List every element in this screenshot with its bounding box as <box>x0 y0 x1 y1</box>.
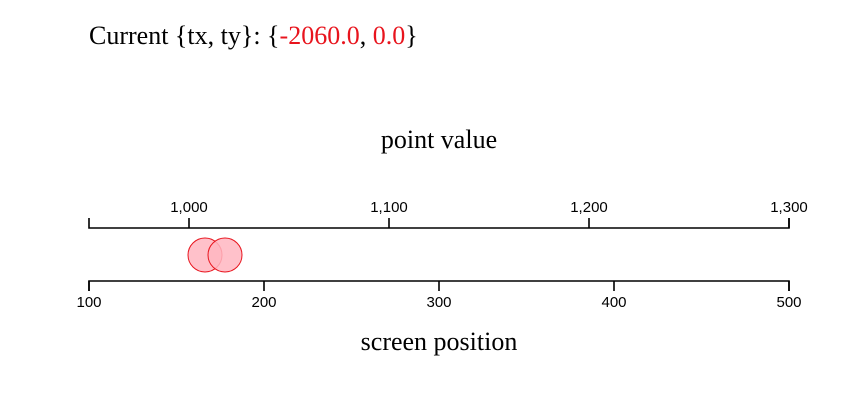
header-prefix: Current {tx, ty}: { <box>89 21 280 50</box>
header-separator: , <box>360 21 373 50</box>
top-axis-tick-label: 1,000 <box>170 199 208 216</box>
bottom-axis-tick-label: 200 <box>251 294 276 311</box>
data-point[interactable] <box>207 237 243 273</box>
bottom-axis-tick-label: 100 <box>76 294 101 311</box>
top-axis-tick-label: 1,200 <box>570 199 608 216</box>
header-suffix: } <box>405 21 417 50</box>
ty-value: 0.0 <box>373 21 406 50</box>
top-axis-tick-label: 1,100 <box>370 199 408 216</box>
top-axis: 1,000 1,100 1,200 1,300 <box>88 199 808 229</box>
bottom-axis-title: screen position <box>361 327 518 356</box>
bottom-axis: 100 200 300 400 500 <box>76 280 802 311</box>
top-axis-title: point value <box>381 125 497 154</box>
bottom-axis-tick-label: 400 <box>601 294 626 311</box>
top-axis-tick-label: 1,300 <box>770 199 808 216</box>
top-axis-line <box>88 218 790 229</box>
bottom-axis-tick-label: 300 <box>426 294 451 311</box>
bottom-axis-tick-label: 500 <box>776 294 801 311</box>
points-layer <box>187 237 243 273</box>
tx-value: -2060.0 <box>280 21 360 50</box>
header-line: Current {tx, ty}: {-2060.0, 0.0} <box>89 21 418 50</box>
